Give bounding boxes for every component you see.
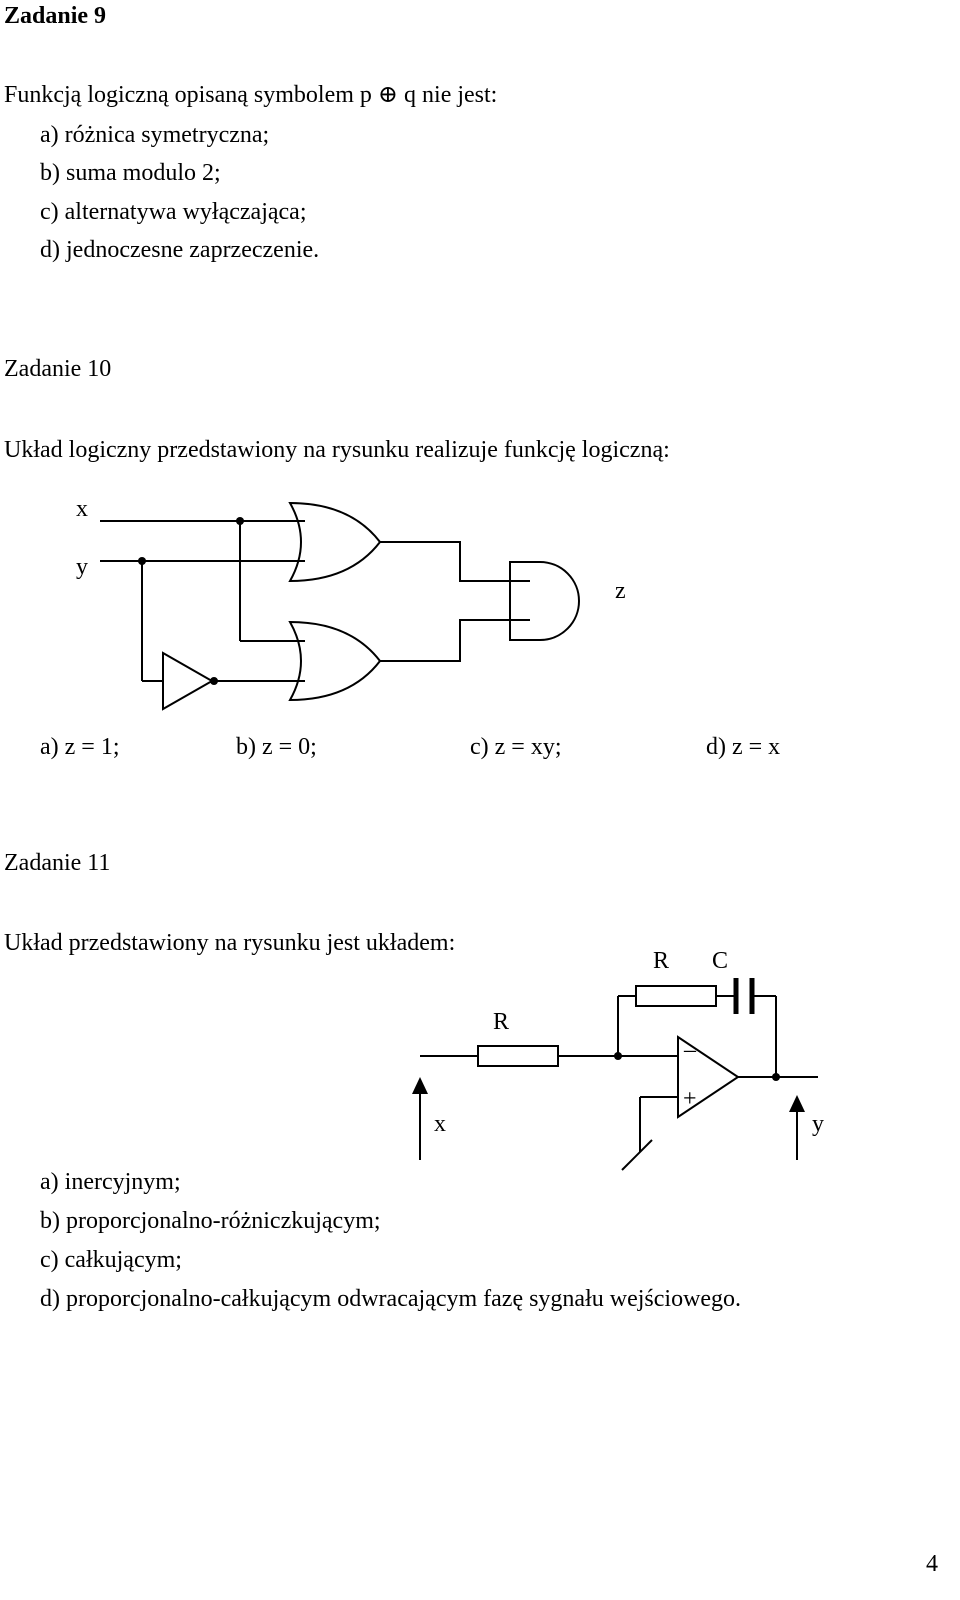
not-gate-bubble [210,677,218,685]
input-r-label: R [493,1009,510,1035]
opamp-plus-label: + [683,1086,697,1112]
task10-question: Układ logiczny przedstawiony na rysunku … [4,437,670,463]
or-gate-2 [288,620,382,702]
feedback-resistor [635,985,717,1007]
circuit-label-y: y [76,554,88,580]
junction-input [614,1052,622,1060]
task11-option-a: a) inercyjnym; [40,1169,181,1195]
circuit-label-z: z [615,578,626,604]
task11-option-c: c) całkującym; [40,1247,182,1273]
task10-heading: Zadanie 10 [4,356,112,382]
signal-x-label: x [434,1111,446,1137]
task9-option-b: b) suma modulo 2; [40,160,221,186]
circuit-label-x: x [76,496,88,522]
input-arrow-head [412,1077,428,1094]
task9-option-a: a) różnica symetryczna; [40,122,270,148]
opamp-triangle [677,1035,740,1119]
task11-option-b: b) proporcjonalno-różniczkującym; [40,1208,381,1234]
ground-symbol [621,1139,653,1171]
task10-option-b: b) z = 0; [236,734,317,760]
task10-option-a: a) z = 1; [40,734,120,760]
task9-option-d: d) jednoczesne zaprzeczenie. [40,237,320,263]
task11-heading: Zadanie 11 [4,850,111,876]
wire-or2-and [380,619,530,662]
task11-question: Układ przedstawiony na rysunku jest ukła… [4,930,456,956]
task9-question: Funkcją logiczną opisaną symbolem p ⊕ q … [4,82,498,108]
input-resistor [477,1045,559,1067]
opamp-minus-label: – [684,1037,696,1063]
task9-heading: Zadanie 9 [4,3,107,29]
task9-option-c: c) alternatywa wyłączająca; [40,199,307,225]
junction-output [772,1073,780,1081]
page-number: 4 [926,1551,938,1577]
task11-option-d: d) proporcjonalno-całkującym odwracający… [40,1286,742,1312]
signal-y-label: y [812,1111,824,1137]
feedback-r-label: R [653,948,670,974]
or-gate-1 [288,501,382,583]
feedback-c-label: C [712,948,729,974]
task10-option-c: c) z = xy; [470,734,562,760]
not-gate [162,651,215,711]
junction-y [138,557,146,565]
wire-or1-and [380,541,530,582]
junction-x [236,517,244,525]
and-gate [509,561,580,641]
task10-option-d: d) z = x [706,734,781,760]
output-arrow-head [789,1095,805,1112]
